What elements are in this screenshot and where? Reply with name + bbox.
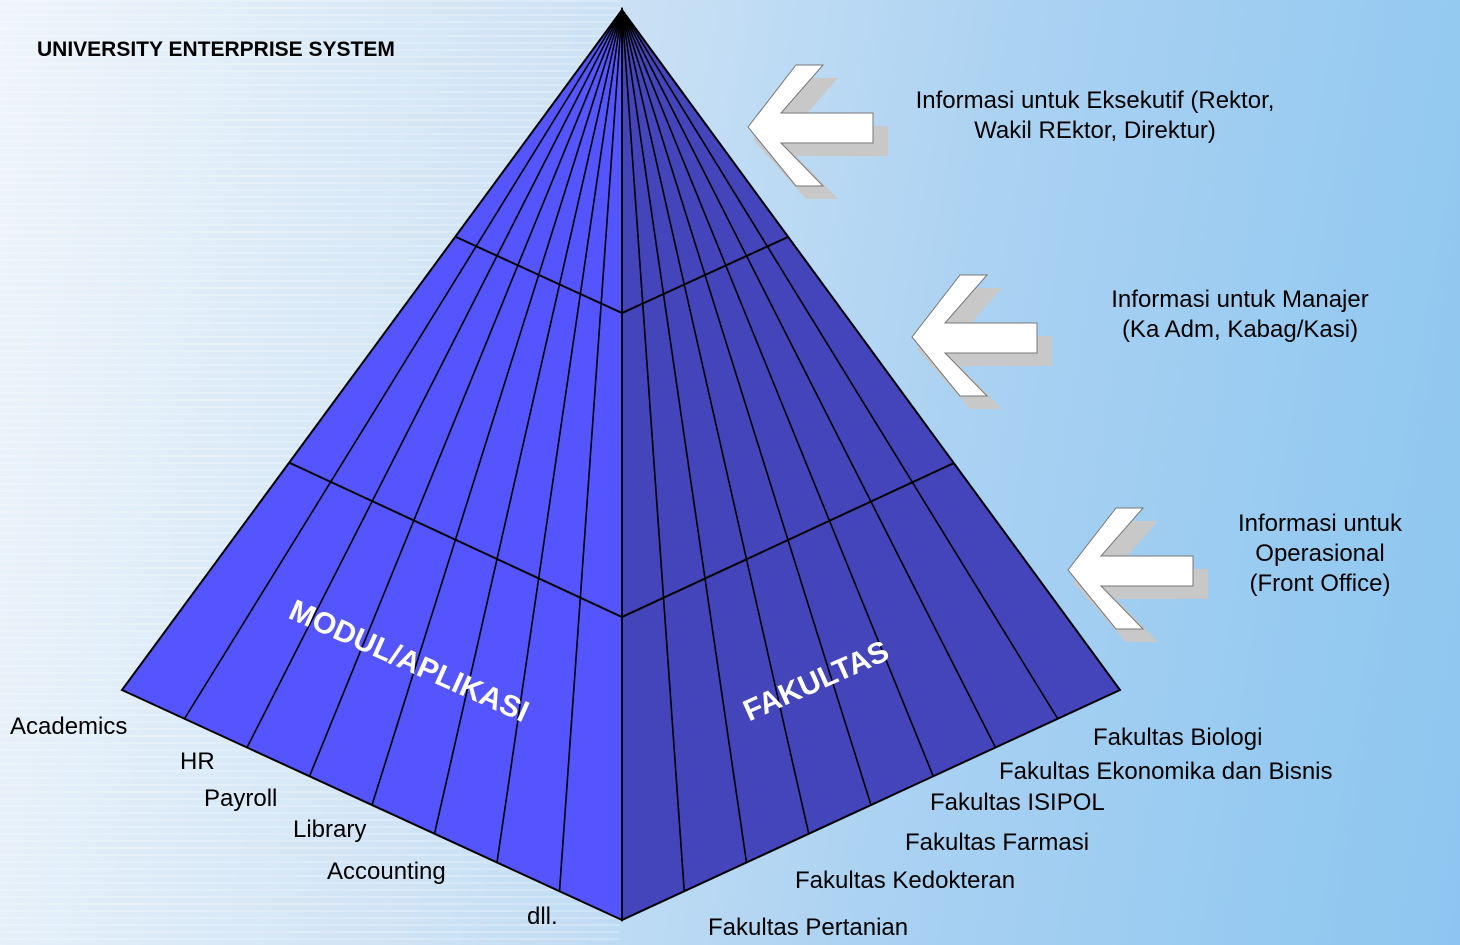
pyramid-division-line — [621, 9, 748, 863]
faculty-label: Fakultas Kedokteran — [795, 867, 1016, 894]
tier-line-upper — [455, 236, 789, 315]
arrow-operational-icon — [1067, 507, 1208, 642]
module-label: Payroll — [204, 785, 278, 812]
module-label: Accounting — [327, 858, 446, 885]
pyramid-division-line — [183, 9, 623, 720]
pyramid-division-line — [246, 9, 623, 748]
arrow-manager-icon — [911, 274, 1052, 409]
pyramid-division-line — [621, 9, 934, 777]
level-operational-label: Informasi untuk Operasional (Front Offic… — [1237, 510, 1403, 597]
pyramid-left-face — [120, 6, 623, 922]
pyramid-division-lines — [183, 9, 1059, 920]
faculty-label: Fakultas Farmasi — [905, 829, 1090, 856]
faculty-label: Fakultas Pertanian — [708, 914, 909, 941]
diagram-title: UNIVERSITY ENTERPRISE SYSTEM — [37, 38, 395, 61]
pyramid-division-line — [308, 9, 623, 777]
pyramid-division-line — [433, 9, 623, 834]
module-label: Academics — [10, 713, 128, 740]
pyramid-division-line — [621, 9, 997, 748]
module-label: dll. — [527, 903, 558, 930]
pyramid-division-line — [621, 9, 686, 892]
module-label: Library — [293, 816, 367, 843]
tier-line-lower — [289, 462, 955, 619]
faculty-label: Fakultas Biologi — [1093, 724, 1263, 751]
faculty-label: Fakultas Ekonomika dan Bisnis — [999, 758, 1333, 785]
pyramid-division-line — [621, 9, 1059, 720]
module-label: HR — [180, 748, 215, 775]
pyramid-division-line — [621, 9, 810, 834]
pyramid-division-line — [621, 9, 872, 806]
faculty-label: Fakultas ISIPOL — [930, 789, 1105, 816]
level-executive-label: Informasi untuk Eksekutif (Rektor, Wakil… — [915, 87, 1275, 144]
level-manager-label: Informasi untuk Manajer (Ka Adm, Kabag/K… — [1111, 286, 1369, 343]
arrow-executive-icon — [747, 64, 888, 199]
pyramid-division-line — [558, 9, 623, 892]
pyramid-division-line — [496, 9, 623, 863]
pyramid-division-line — [371, 9, 623, 806]
